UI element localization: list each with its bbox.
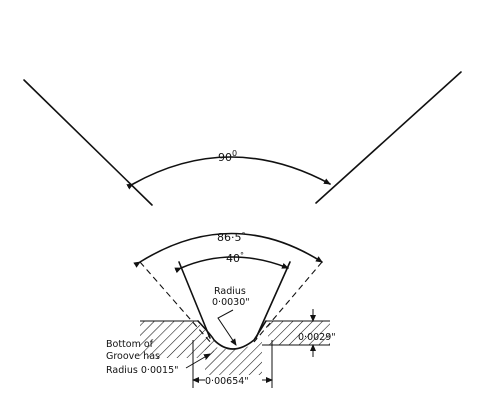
bottom-note-leader — [185, 353, 211, 369]
hatched-material-right — [268, 321, 330, 345]
hatched-material-bottom — [205, 340, 262, 375]
groove-figure: 86·5° 40° Radius 0·0030" 0·0029" Bottom … — [106, 231, 336, 388]
bottom-note-line-1: Bottom of — [106, 339, 154, 350]
left-ray — [23, 79, 153, 206]
depth-value: 0·0029" — [298, 332, 336, 343]
angle-arc-86-5 — [133, 232, 323, 268]
angle-arc-90 — [126, 156, 331, 190]
angle-label-40: 40° — [226, 251, 244, 265]
bottom-note-line-2: Groove has — [106, 351, 160, 362]
radius-value: 0·0030" — [212, 297, 250, 308]
right-angle-figure: 900 — [23, 71, 462, 206]
dashed-line-left — [139, 261, 213, 345]
width-value: 0·00654" — [205, 376, 249, 387]
dashed-line-right — [253, 261, 323, 343]
tool-flank-left — [178, 261, 211, 339]
tool-flank-right — [255, 261, 291, 339]
angle-label-90: 900 — [218, 149, 237, 164]
right-ray — [315, 71, 462, 204]
angle-arc-40 — [174, 256, 289, 274]
radius-leader — [217, 309, 237, 346]
hatched-material-left — [140, 321, 214, 358]
radius-title: Radius — [214, 286, 246, 297]
angle-label-86-5: 86·5° — [217, 231, 246, 244]
bottom-note-line-3: Radius 0·0015" — [106, 365, 178, 376]
